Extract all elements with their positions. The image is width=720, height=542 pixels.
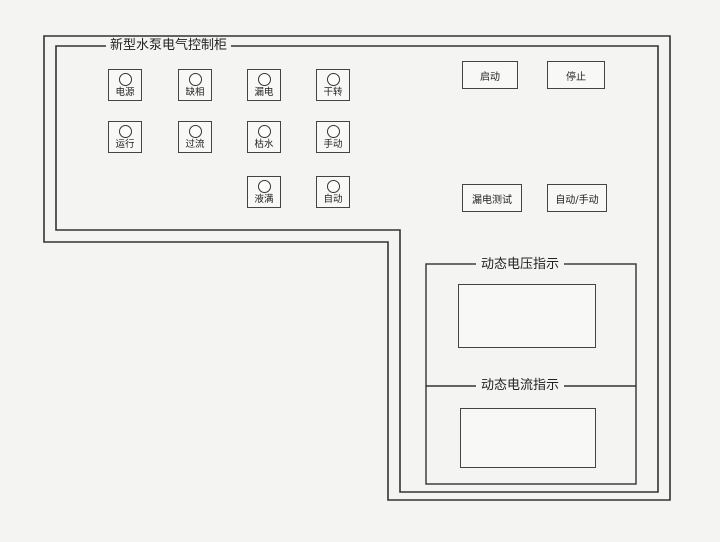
stop-button[interactable]: 停止 — [547, 61, 605, 89]
indicator-auto: 自动 — [316, 176, 350, 208]
indicator-label: 电源 — [115, 87, 135, 98]
indicator-lamp — [258, 73, 271, 86]
indicator-label: 自动 — [323, 194, 343, 205]
indicator-dry-run: 干转 — [316, 69, 350, 101]
auto-manual-button[interactable]: 自动/手动 — [547, 184, 607, 212]
current-display — [460, 408, 596, 468]
indicator-lamp — [119, 125, 132, 138]
indicator-label: 手动 — [323, 139, 343, 150]
indicator-power: 电源 — [108, 69, 142, 101]
outer-border — [43, 35, 671, 501]
indicator-label: 液满 — [254, 194, 274, 205]
indicator-lamp — [189, 73, 202, 86]
indicator-running: 运行 — [108, 121, 142, 153]
indicator-lamp — [258, 180, 271, 193]
indicator-label: 干转 — [323, 87, 343, 98]
indicator-lamp — [119, 73, 132, 86]
indicator-lamp — [327, 180, 340, 193]
indicator-level-full: 液满 — [247, 176, 281, 208]
voltage-meter-title: 动态电压指示 — [476, 257, 565, 273]
indicator-label: 枯水 — [254, 139, 274, 150]
indicator-overcurrent: 过流 — [178, 121, 212, 153]
indicator-label: 过流 — [185, 139, 205, 150]
indicator-label: 运行 — [115, 139, 135, 150]
panel-title: 新型水泵电气控制柜 — [106, 38, 232, 54]
indicator-lamp — [327, 125, 340, 138]
inner-border — [55, 45, 659, 493]
indicator-leakage: 漏电 — [247, 69, 281, 101]
current-meter-title: 动态电流指示 — [476, 378, 565, 394]
leak-test-button[interactable]: 漏电测试 — [462, 184, 522, 212]
indicator-lamp — [189, 125, 202, 138]
voltage-display — [458, 284, 596, 348]
indicator-label: 缺相 — [185, 87, 205, 98]
indicator-lamp — [327, 73, 340, 86]
start-button[interactable]: 启动 — [462, 61, 518, 89]
indicator-phase-loss: 缺相 — [178, 69, 212, 101]
indicator-lamp — [258, 125, 271, 138]
indicator-manual: 手动 — [316, 121, 350, 153]
indicator-no-water: 枯水 — [247, 121, 281, 153]
indicator-label: 漏电 — [254, 87, 274, 98]
